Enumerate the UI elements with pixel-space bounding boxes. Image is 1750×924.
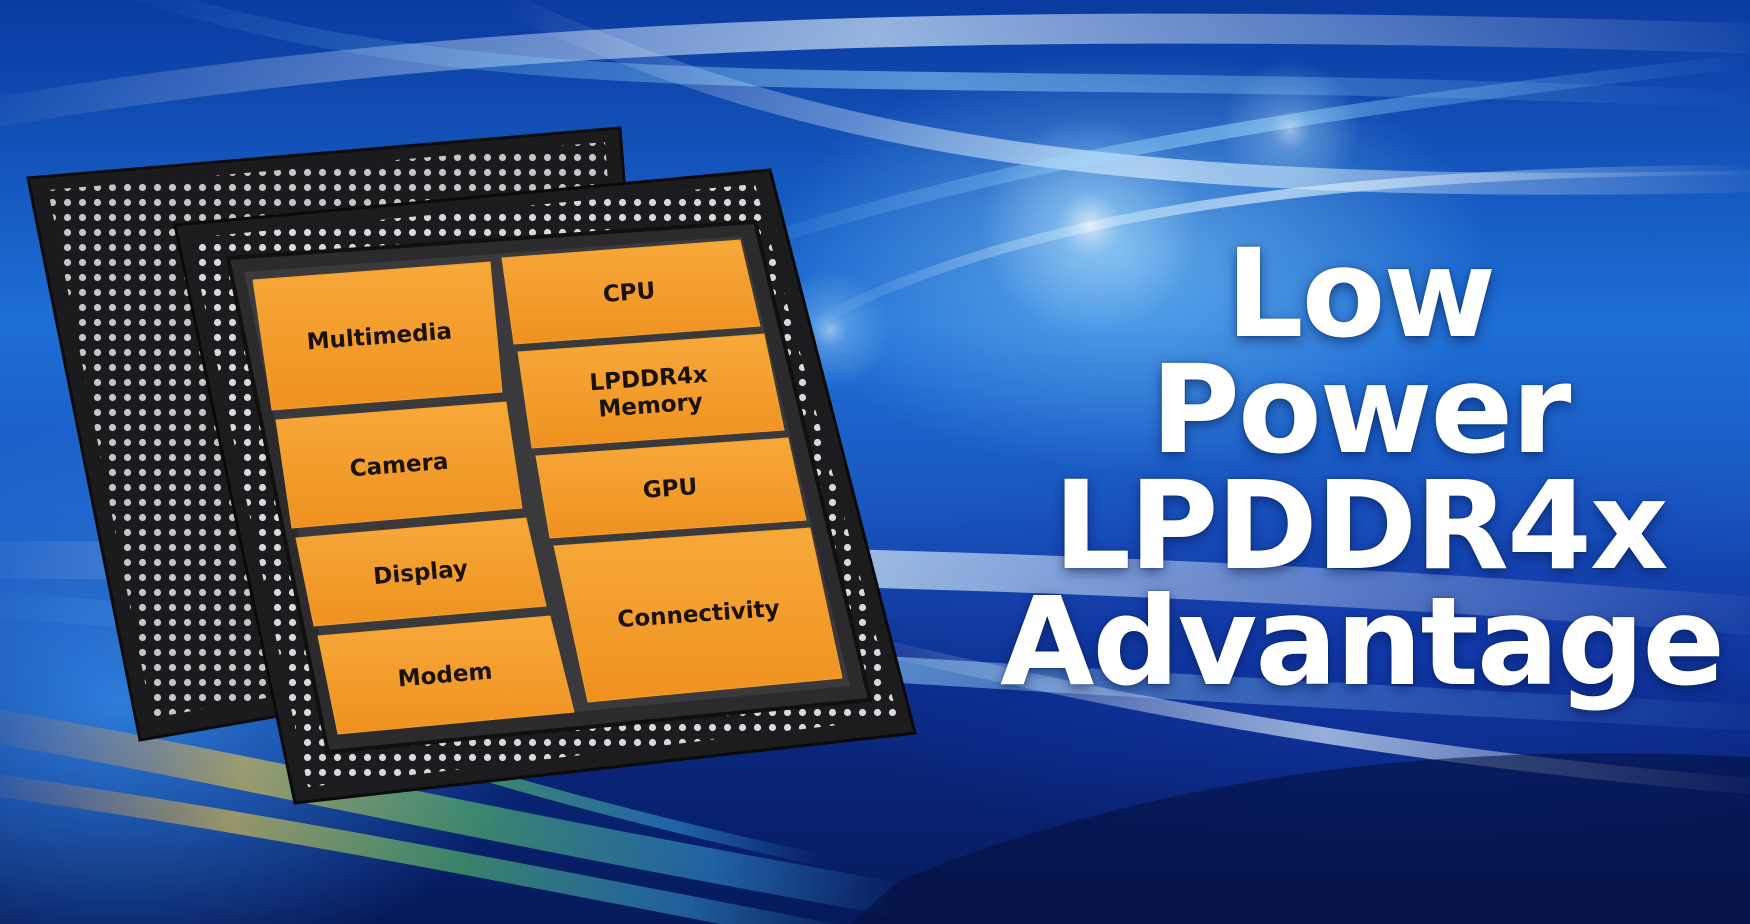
headline: Low Power LPDDR4x Advantage	[1000, 223, 1725, 713]
chip-cpu-block	[501, 239, 761, 345]
chip-multimedia-block	[252, 261, 503, 411]
chip-gpu-label: GPU	[642, 474, 698, 504]
headline-line-1: Low Power	[1150, 223, 1572, 481]
chip-cpu-label: CPU	[602, 278, 656, 308]
chip-camera-block	[275, 401, 523, 529]
chip-lpddr4x-memory-label: LPDDR4xMemory	[589, 362, 711, 423]
headline-line-3: Advantage	[1000, 571, 1725, 713]
chip-connectivity-block	[553, 527, 843, 703]
chip-gpu-block	[535, 437, 807, 539]
headline-line-2: LPDDR4x	[1053, 455, 1668, 597]
chip-modem-block	[317, 615, 575, 735]
chip-lpddr4x-memory-block	[517, 333, 785, 449]
chip-display-block	[295, 517, 547, 627]
